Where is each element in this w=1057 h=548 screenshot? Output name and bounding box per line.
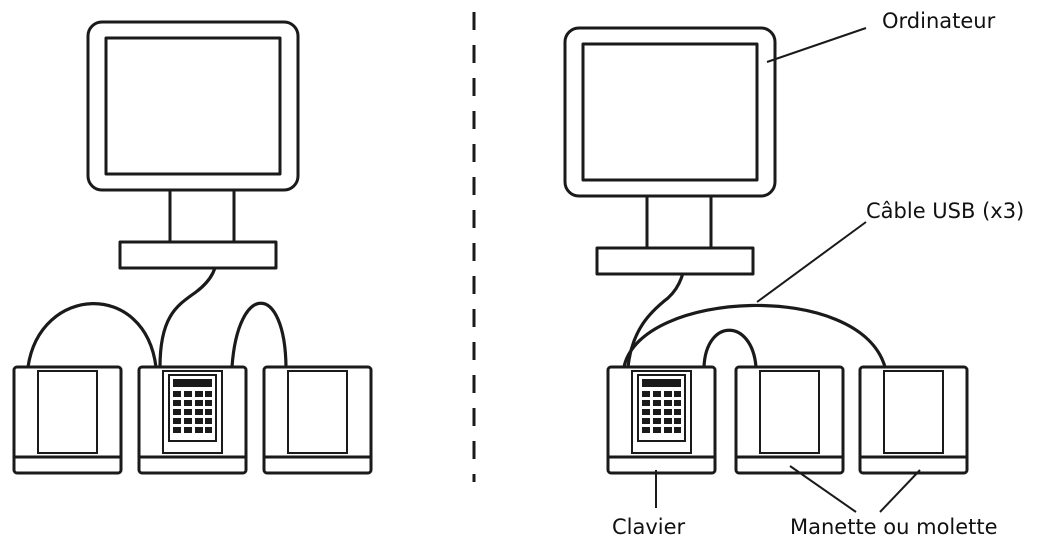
right-cable-long [622, 303, 887, 369]
joystick-or-jog-label: Manette ou molette [790, 515, 998, 539]
left-computer [86, 20, 300, 270]
right-computer [563, 26, 777, 276]
right-keypad-unit [606, 365, 717, 475]
left-keypad-unit [137, 365, 248, 475]
left-cable-1 [26, 302, 158, 369]
left-setup [12, 20, 373, 475]
usb-cable-label: Câble USB (x3) [866, 199, 1024, 223]
usb-cable-leader [756, 221, 867, 303]
unit-leader-1 [789, 465, 857, 513]
left-cable-3 [230, 301, 288, 369]
right-unit-2 [858, 365, 969, 475]
keypad-label: Clavier [612, 515, 686, 539]
left-unit-2 [262, 365, 373, 475]
computer-leader [766, 27, 867, 63]
right-cable-short [702, 328, 758, 369]
left-unit-1 [12, 365, 123, 475]
right-setup: Ordinateur Câble USB (x3) Clavier Manett… [563, 9, 1024, 539]
right-unit-1 [734, 365, 845, 475]
computer-label: Ordinateur [882, 9, 996, 33]
unit-leader-2 [879, 469, 921, 513]
